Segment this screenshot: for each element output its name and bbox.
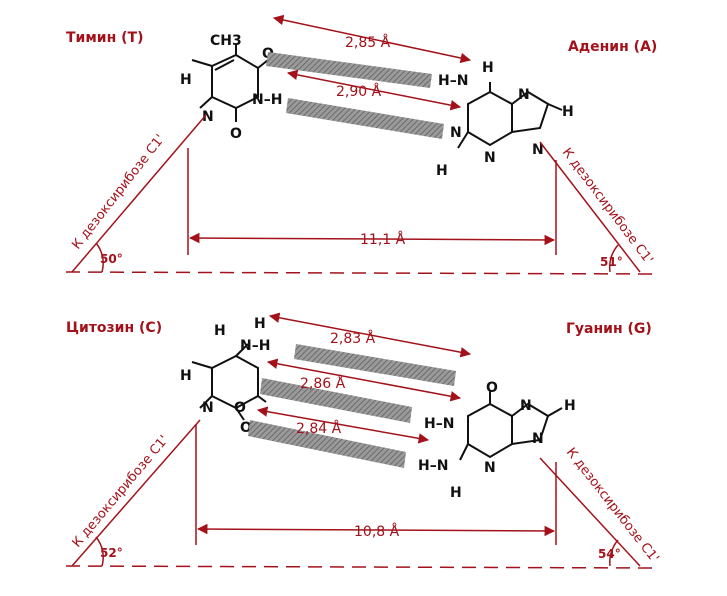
adenine-n9-label: N [532,142,544,158]
angle-arc [609,539,619,567]
c1-distance-label: 10,8 Å [354,523,400,540]
guanine-n1h-label: H–N [424,416,454,432]
hbond-distance-label: 2,86 Å [300,375,346,392]
left-angle-label: 52° [100,546,123,560]
thymine-structure: CH3 O N–H O H N [180,33,282,142]
adenine-n3-label: N [484,150,496,166]
hbond-distance-label: 2,85 Å [345,34,391,51]
adenine-n1-label: N [450,125,462,141]
angle-arc [95,242,104,273]
cytosine-h4-label: H [254,316,266,332]
right-angle-label: 51° [600,255,623,269]
right-sugar-label: К дезоксирибозе C1' [559,145,656,267]
methyl-label: CH3 [210,33,242,49]
thymine-n1-label: N [202,109,214,125]
c1-distance-label: 11,1 Å [360,231,406,248]
bottom-hbond-bars [248,344,456,468]
adenine-h8-label: H [562,104,574,120]
left-sugar-label: К дезоксирибозе C1' [70,433,172,551]
guanine-n7-label: N [520,398,532,414]
cytosine-n4h-label: N–H [240,338,270,354]
thymine-title: Тимин (T) [66,30,144,46]
adenine-n6h-label: H–N [438,73,468,89]
thymine-n3h-label: N–H [252,92,282,108]
guanine-n3-label: N [484,460,496,476]
guanine-n2h-label: H–N [418,458,448,474]
hbond-distance-label: 2,84 Å [296,420,342,437]
thymine-h6-label: H [180,72,192,88]
adenine-structure: H–N H N H N N H N [436,60,574,179]
hbond-distance-label: 2,90 Å [336,83,382,100]
adenine-h2-label: H [436,163,448,179]
cytosine-n1-label: N [202,400,214,416]
adenine-h6-label: H [482,60,494,76]
left-sugar-label: К дезоксирибозе C1' [69,132,168,253]
right-angle-label: 54° [598,547,621,561]
adenine-title: Аденин (A) [568,39,657,55]
cytosine-title: Цитозин (C) [66,320,162,336]
left-angle-label: 50° [100,252,123,266]
thymine-o2-label: O [230,126,242,142]
cytosine-o2-label: O [234,400,246,416]
guanine-h8-label: H [564,398,576,414]
hbond-distance-label: 2,83 Å [330,330,376,347]
guanine-o6-label: O [486,380,498,396]
angle-arc [95,536,104,567]
hbond-bar [266,52,432,88]
angle-arc [608,244,619,273]
cytosine-structure: H N–H H H N O O [180,316,270,436]
cytosine-h6-label: H [180,368,192,384]
guanine-n9-label: N [532,431,544,447]
adenine-n7-label: N [518,87,530,103]
guanine-title: Гуанин (G) [566,321,652,337]
cytosine-h4b-label: H [214,323,226,339]
guanine-structure: O H–N H–N H N N H N [418,380,576,501]
hbond-bar [286,98,444,139]
guanine-h2-label: H [450,485,462,501]
